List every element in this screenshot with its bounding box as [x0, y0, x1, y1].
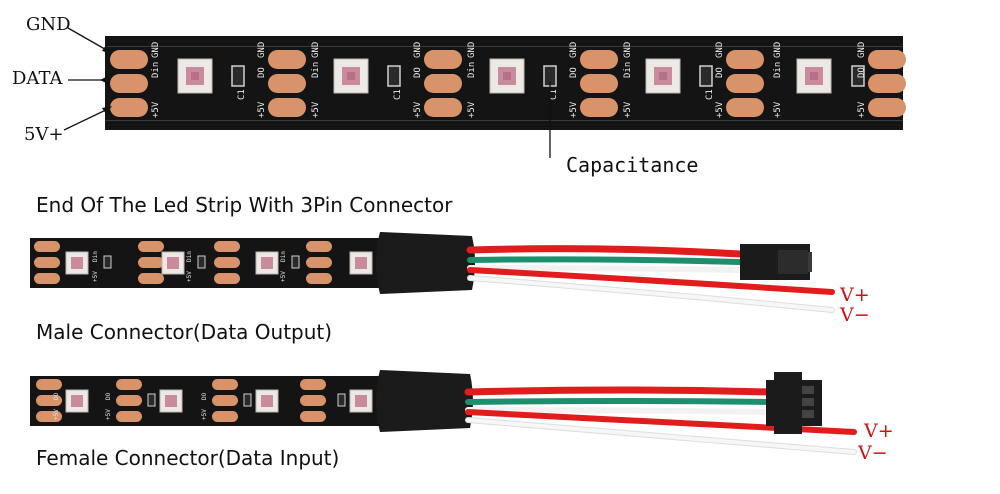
rgb-led — [645, 58, 681, 94]
svg-text:+5V: +5V — [569, 101, 579, 118]
female-connector — [766, 372, 822, 434]
rgb-led — [349, 389, 373, 413]
capacitor — [851, 65, 865, 87]
rgb-led — [177, 58, 213, 94]
svg-text:DO: DO — [413, 67, 423, 78]
rgb-led — [255, 251, 279, 275]
vplus-label: 5V+ — [24, 124, 64, 145]
svg-text:+5V: +5V — [715, 101, 725, 118]
rgb-led — [65, 251, 89, 275]
svg-text:GND: GND — [715, 42, 725, 58]
svg-text:DO: DO — [715, 67, 725, 78]
svg-text:GND: GND — [413, 42, 423, 58]
solder-pad-stack — [110, 50, 148, 117]
svg-text:Din: Din — [311, 62, 321, 78]
capacitance-label: Capacitance — [566, 153, 699, 177]
svg-text:GND: GND — [467, 42, 477, 58]
female-led-strip: +5V DO +5V DO +5V DO — [30, 376, 382, 426]
svg-text:+5V: +5V — [467, 101, 477, 118]
svg-text:DO: DO — [569, 67, 579, 78]
solder-pad-stack — [868, 50, 906, 117]
svg-text:+5V: +5V — [413, 101, 423, 118]
svg-text:GND: GND — [857, 42, 867, 58]
svg-text:C1: C1 — [393, 89, 403, 100]
gnd-label: GND — [26, 14, 71, 35]
svg-text:+5V: +5V — [186, 271, 193, 282]
solder-pad-stack — [726, 50, 764, 117]
rgb-led — [489, 58, 525, 94]
male-vminus-label: V− — [840, 304, 870, 326]
svg-text:+5V: +5V — [201, 409, 208, 420]
solder-pad-stack — [424, 50, 462, 117]
female-wires — [464, 386, 857, 455]
svg-text:DO: DO — [857, 67, 867, 78]
rgb-led — [349, 251, 373, 275]
top-led-strip: +5V Din GND +5V DO GND C1 +5V Din GND +5… — [105, 36, 906, 130]
female-vplus-label: V+ — [864, 420, 894, 442]
male-vplus-label: V+ — [840, 284, 870, 306]
svg-text:+5V: +5V — [105, 409, 112, 420]
male-wires — [466, 245, 835, 313]
rgb-led — [159, 389, 183, 413]
heat-shrink — [376, 370, 473, 432]
rgb-led — [161, 251, 185, 275]
svg-text:DO: DO — [257, 67, 267, 78]
female-caption: Female Connector(Data Input) — [36, 446, 340, 470]
svg-text:+5V: +5V — [311, 101, 321, 118]
svg-text:DO: DO — [201, 392, 208, 400]
svg-text:GND: GND — [311, 42, 321, 58]
svg-text:C1: C1 — [237, 89, 247, 100]
heat-shrink — [376, 232, 475, 294]
male-led-strip: +5V Din +5V Din +5V Din — [30, 238, 386, 288]
svg-text:+5V: +5V — [623, 101, 633, 118]
svg-text:C1: C1 — [549, 89, 559, 100]
svg-text:Din: Din — [623, 62, 633, 78]
capacitor — [231, 65, 245, 87]
female-vminus-label: V− — [858, 442, 888, 464]
heading-caption: End Of The Led Strip With 3Pin Connector — [36, 193, 453, 217]
rgb-led — [255, 389, 279, 413]
male-caption: Male Connector(Data Output) — [36, 320, 333, 344]
silk-din: Din — [151, 62, 161, 78]
capacitor — [699, 65, 713, 87]
svg-text:GND: GND — [623, 42, 633, 58]
solder-pad-stack — [580, 50, 618, 117]
data-label: DATA — [12, 68, 63, 89]
svg-text:+5V: +5V — [53, 409, 60, 420]
svg-text:Din: Din — [92, 251, 99, 262]
capacitor — [387, 65, 401, 87]
svg-text:+5V: +5V — [857, 101, 867, 118]
svg-text:DO: DO — [53, 392, 60, 400]
solder-pad-stack — [268, 50, 306, 117]
svg-text:GND: GND — [569, 42, 579, 58]
svg-text:Din: Din — [186, 251, 193, 262]
svg-text:+5V: +5V — [773, 101, 783, 118]
svg-text:GND: GND — [257, 42, 267, 58]
rgb-led — [796, 58, 832, 94]
svg-text:+5V: +5V — [92, 271, 99, 282]
svg-text:C1: C1 — [705, 89, 715, 100]
rgb-led — [65, 389, 89, 413]
silk-gnd: GND — [151, 42, 161, 58]
rgb-led — [333, 58, 369, 94]
svg-text:GND: GND — [773, 42, 783, 58]
svg-text:Din: Din — [467, 62, 477, 78]
svg-text:Din: Din — [280, 251, 287, 262]
svg-text:DO: DO — [105, 392, 112, 400]
callout-arrows — [63, 27, 551, 158]
svg-text:+5V: +5V — [280, 271, 287, 282]
silk-5v: +5V — [151, 101, 161, 118]
svg-text:+5V: +5V — [257, 101, 267, 118]
male-connector — [740, 244, 812, 280]
svg-text:Din: Din — [773, 62, 783, 78]
